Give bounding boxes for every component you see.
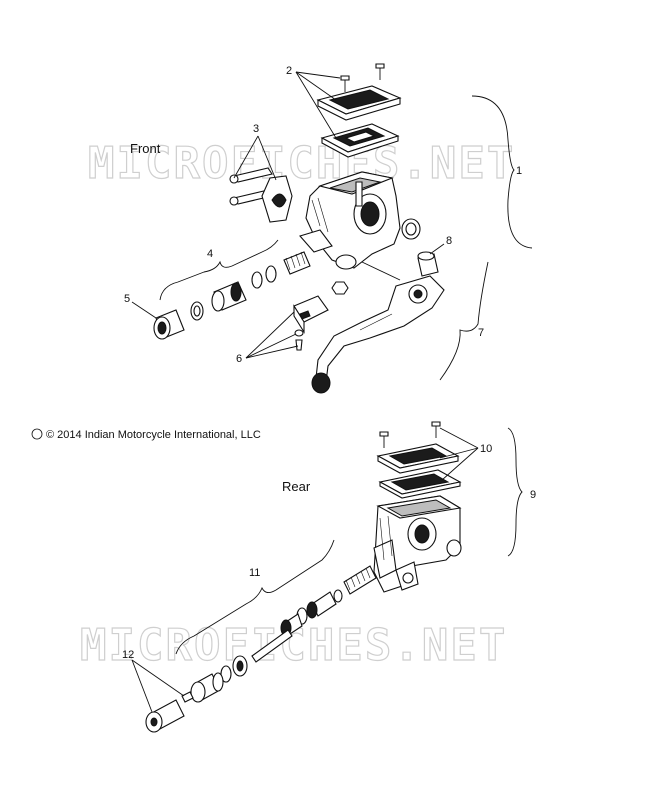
front-brake-lever: [311, 275, 445, 394]
front-boot: [153, 309, 185, 340]
front-master-cylinder-body: [299, 171, 401, 281]
callout-8: 8: [446, 235, 452, 247]
front-brake-switch-group: [293, 295, 329, 351]
copyright-note: © 2014 Indian Motorcycle International, …: [31, 428, 261, 441]
callout-6: 6: [236, 353, 242, 365]
rear-piston-group: [181, 565, 377, 703]
callout-7: 7: [478, 327, 484, 339]
front-reservoir-cover-group: [316, 63, 402, 158]
callout-5: 5: [124, 293, 130, 305]
section-label-rear: Rear: [282, 479, 311, 494]
front-clamp-group: [229, 167, 293, 223]
front-piston-group: [190, 251, 311, 321]
rear-clevis: [145, 699, 185, 733]
callout-10: 10: [480, 443, 492, 455]
callout-11: 11: [249, 567, 260, 579]
rear-master-cylinder-body: [373, 495, 462, 593]
section-label-front: Front: [130, 141, 161, 156]
watermark-top: MICROFICHES.NET: [88, 138, 515, 189]
front-lever-nut: [331, 281, 349, 295]
copyright-text: © 2014 Indian Motorcycle International, …: [46, 429, 261, 441]
callout-1: 1: [516, 165, 522, 177]
front-lever-bushing: [417, 251, 439, 277]
callout-12: 12: [122, 649, 134, 661]
callout-2: 2: [286, 65, 292, 77]
callout-4: 4: [207, 248, 213, 260]
callout-9: 9: [530, 489, 536, 501]
rear-reservoir-cover-group: [376, 421, 462, 499]
callout-3: 3: [253, 123, 259, 135]
